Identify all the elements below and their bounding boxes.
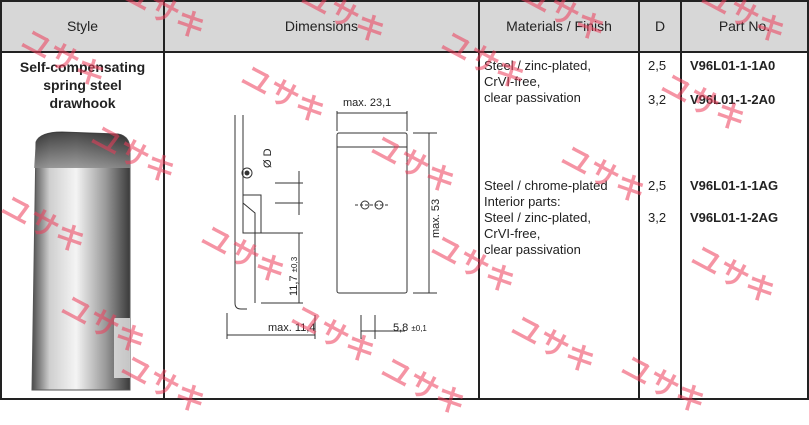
d-value: 3,2 bbox=[648, 92, 667, 107]
hook-side-outline bbox=[234, 115, 247, 310]
label-diameter: Ø D bbox=[262, 148, 274, 168]
material-line: CrVI-free, bbox=[484, 74, 541, 89]
label-max-height: max. 53 bbox=[430, 198, 442, 238]
material-line: CrVI-free, bbox=[484, 226, 541, 241]
header-part-no: Part No. bbox=[718, 18, 771, 34]
table-border-top bbox=[0, 0, 809, 2]
product-photo bbox=[31, 131, 131, 391]
material-line: Steel / zinc-plated, bbox=[484, 210, 591, 225]
material-line: Interior parts: bbox=[484, 194, 561, 209]
table-border-bottom bbox=[0, 398, 809, 400]
d-value: 2,5 bbox=[648, 58, 667, 73]
table-border-right bbox=[807, 0, 809, 400]
column-divider bbox=[478, 0, 480, 400]
column-divider bbox=[680, 0, 682, 400]
style-name: Self-compensating spring steel drawhook bbox=[2, 58, 163, 112]
header-divider bbox=[0, 51, 809, 53]
hook-inner-outline bbox=[242, 115, 256, 303]
label-height-value: 11,7 bbox=[288, 275, 300, 296]
header-d: D bbox=[654, 18, 666, 34]
d-value: 3,2 bbox=[648, 210, 667, 225]
header-row bbox=[0, 0, 809, 52]
material-chrome: Steel / chrome-plated Interior parts: St… bbox=[484, 178, 608, 258]
label-max-depth: max. 11,4 bbox=[268, 322, 316, 334]
watermark: ユサキ bbox=[615, 348, 712, 422]
label-offset-value: 5,8 bbox=[393, 322, 409, 334]
table-border-left bbox=[0, 0, 2, 400]
material-line: Steel / chrome-plated bbox=[484, 178, 608, 193]
header-style: Style bbox=[66, 18, 99, 34]
part-number: V96L01-1-2A0 bbox=[690, 92, 776, 107]
style-line: drawhook bbox=[49, 95, 116, 111]
d-value: 2,5 bbox=[648, 178, 667, 193]
column-divider bbox=[638, 0, 640, 400]
technical-drawing bbox=[226, 111, 437, 339]
hook-front-view bbox=[336, 132, 408, 294]
label-height-tolerance: ±0,3 bbox=[290, 256, 299, 273]
hook-lever bbox=[242, 194, 262, 234]
hook-pin bbox=[241, 167, 253, 179]
part-number: V96L01-1-2AG bbox=[690, 210, 779, 225]
part-number: V96L01-1-1A0 bbox=[690, 58, 776, 73]
part-number: V96L01-1-1AG bbox=[690, 178, 779, 193]
column-divider bbox=[163, 0, 165, 400]
header-materials: Materials / Finish bbox=[506, 18, 612, 34]
material-line: clear passivation bbox=[484, 242, 581, 257]
material-zinc: Steel / zinc-plated, CrVI-free, clear pa… bbox=[484, 58, 591, 106]
watermark: ユサキ bbox=[685, 238, 782, 312]
label-offset-tolerance: ±0,1 bbox=[411, 324, 427, 333]
material-line: clear passivation bbox=[484, 90, 581, 105]
style-line: spring steel bbox=[43, 77, 122, 93]
label-height: 11,7 ±0,3 bbox=[288, 257, 301, 296]
label-offset: 5,8 ±0,1 bbox=[393, 322, 427, 335]
header-dimensions: Dimensions bbox=[284, 18, 359, 34]
style-line: Self-compensating bbox=[19, 59, 146, 75]
material-line: Steel / zinc-plated, bbox=[484, 58, 591, 73]
label-max-width: max. 23,1 bbox=[343, 97, 392, 109]
watermark: ユサキ bbox=[505, 308, 602, 382]
